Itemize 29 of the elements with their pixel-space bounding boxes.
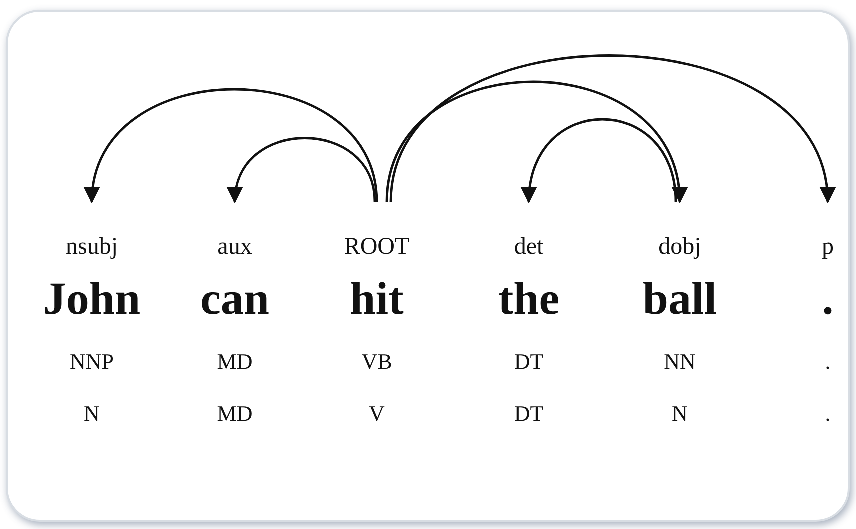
dependency-label: nsubj <box>66 235 118 259</box>
pos-tag: . <box>825 351 831 373</box>
pos-tag: VB <box>362 351 392 373</box>
coarse-pos-tag: N <box>84 403 100 425</box>
pos-tag: NN <box>664 351 696 373</box>
word: hit <box>350 276 404 322</box>
dependency-label: dobj <box>658 235 702 259</box>
dependency-label: p <box>822 235 834 259</box>
coarse-pos-tag: V <box>369 403 385 425</box>
coarse-pos-tag: . <box>825 403 831 425</box>
word: ball <box>642 276 718 322</box>
word: can <box>200 276 270 322</box>
coarse-pos-tag: N <box>672 403 688 425</box>
word: John <box>43 276 141 322</box>
arc-arrow <box>522 118 678 204</box>
word: . <box>822 276 834 322</box>
word: the <box>498 276 560 322</box>
arc-arrow <box>390 54 834 204</box>
coarse-pos-tag: MD <box>217 403 253 425</box>
dependency-label: ROOT <box>344 235 410 259</box>
dependency-label: det <box>514 235 544 259</box>
pos-tag: NNP <box>70 351 114 373</box>
coarse-pos-tag: DT <box>514 403 544 425</box>
arc-arrow <box>386 81 686 204</box>
dependency-label: aux <box>218 235 252 259</box>
arc-arrow <box>228 137 376 204</box>
arc-arrow <box>86 88 378 204</box>
pos-tag: DT <box>514 351 544 373</box>
pos-tag: MD <box>217 351 253 373</box>
